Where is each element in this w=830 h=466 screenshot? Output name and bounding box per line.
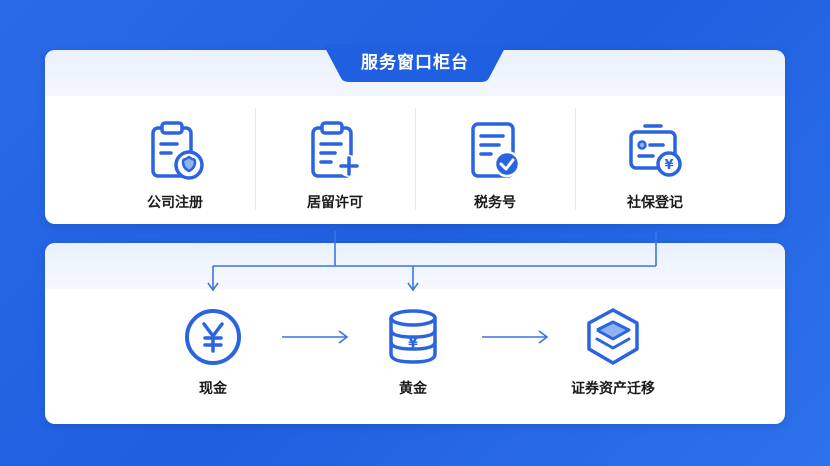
service-divider	[415, 108, 416, 210]
service-item-social-security[interactable]: ¥ 社保登记	[595, 120, 715, 212]
service-divider	[575, 108, 576, 210]
service-label: 居留许可	[307, 195, 363, 211]
arrow-head	[207, 282, 219, 292]
service-label: 税务号	[474, 195, 516, 211]
arrow-head	[338, 330, 349, 344]
service-item-tax-number[interactable]: 税务号	[435, 120, 555, 212]
title-tab-shape	[323, 44, 507, 82]
service-divider	[255, 108, 256, 210]
service-label: 公司注册	[147, 195, 203, 211]
service-item-residence-permit[interactable]: 居留许可	[275, 120, 395, 212]
yen-coin-icon	[185, 309, 241, 365]
id-card-yen-icon: ¥	[629, 124, 682, 177]
arrow-head	[407, 282, 419, 292]
asset-panel	[45, 243, 785, 424]
svg-text:¥: ¥	[408, 336, 418, 352]
svg-text:¥: ¥	[664, 158, 673, 173]
title-tab: 服务窗口柜台	[323, 44, 507, 82]
page-title: 服务窗口柜台	[361, 53, 469, 73]
asset-label: 现金	[199, 381, 227, 397]
arrow-head	[538, 330, 549, 344]
clipboard-shield-icon	[151, 121, 204, 180]
layers-icon	[587, 308, 639, 365]
service-label: 社保登记	[627, 195, 683, 211]
asset-label: 黄金	[399, 381, 427, 397]
service-item-company-registration[interactable]: 公司注册	[115, 120, 235, 212]
clipboard-plus-icon	[311, 121, 360, 178]
gold-stack-icon: ¥	[389, 309, 437, 364]
document-check-icon	[471, 122, 521, 178]
asset-item-gold[interactable]: ¥ 黄金	[353, 306, 473, 398]
asset-item-securities-transfer[interactable]: 证券资产迁移	[553, 306, 673, 398]
asset-label: 证券资产迁移	[571, 381, 655, 397]
asset-item-cash[interactable]: 现金	[153, 306, 273, 398]
